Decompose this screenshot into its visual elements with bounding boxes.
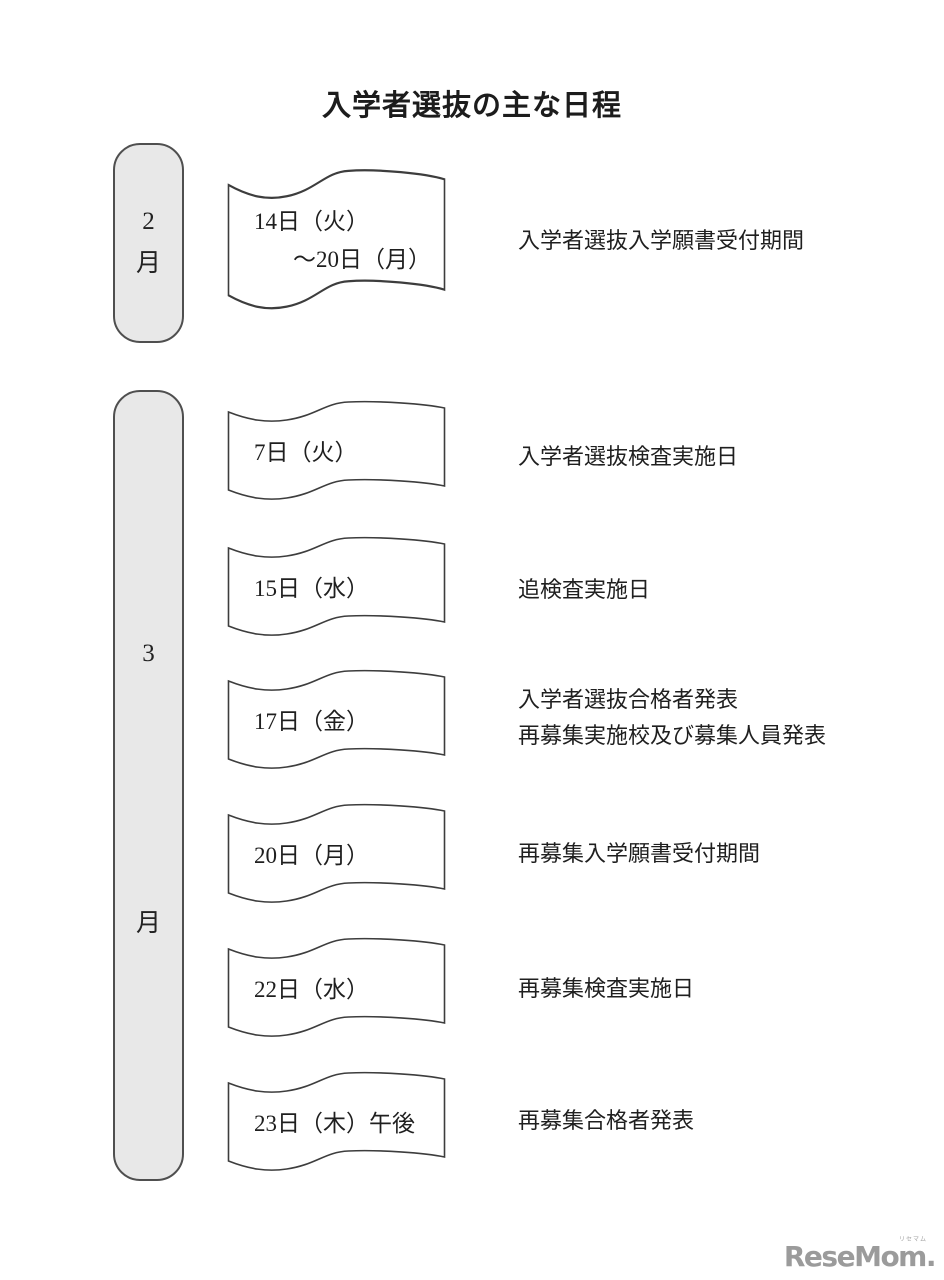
event-date-line: 7日（火） <box>254 440 358 465</box>
event-scroll-mar-15: 15日（水） <box>227 536 446 642</box>
event-date-line: 14日（火） <box>254 209 369 234</box>
event-date-line: 20日（月） <box>254 843 369 868</box>
event-description: 再募集実施校及び募集人員発表 <box>518 723 827 748</box>
event-date-line: ～20日（月） <box>293 247 431 272</box>
event-scroll-mar-20: 20日（月） <box>227 803 446 909</box>
event-description: 再募集入学願書受付期間 <box>518 841 761 866</box>
event-scroll-feb-14-20: 14日（火） ～20日（月） <box>227 168 446 318</box>
event-date-line: 23日（木）午後 <box>254 1111 415 1136</box>
event-description: 入学者選抜入学願書受付期間 <box>518 228 805 253</box>
event-scroll-mar-17: 17日（金） <box>227 669 446 775</box>
month-unit-march: 月 <box>135 910 161 937</box>
event-date-line: 22日（水） <box>254 977 369 1002</box>
month-pill-march: 3 月 <box>113 390 184 1181</box>
event-date-line: 17日（金） <box>254 709 369 734</box>
event-description: 入学者選抜検査実施日 <box>518 444 739 469</box>
event-description: 再募集合格者発表 <box>518 1108 695 1133</box>
month-pill-february: 2 月 <box>113 143 184 343</box>
event-scroll-mar-22: 22日（水） <box>227 937 446 1043</box>
page-title: 入学者選抜の主な日程 <box>321 90 622 122</box>
logo-ruby-text: リセマム <box>898 1236 927 1243</box>
event-description: 入学者選抜合格者発表 <box>518 687 739 712</box>
month-number-march: 3 <box>142 640 155 667</box>
event-date-line: 15日（水） <box>254 576 369 601</box>
event-description-group: 入学者選抜合格者発表 再募集実施校及び募集人員発表 <box>518 682 826 754</box>
logo-wordmark: ReseMom. <box>783 1240 937 1273</box>
event-description: 再募集検査実施日 <box>518 976 695 1001</box>
logo-period: . <box>925 1240 937 1273</box>
month-unit-february: 月 <box>135 250 161 277</box>
wavy-banner-shape <box>227 169 446 310</box>
month-number-february: 2 <box>142 208 155 235</box>
event-scroll-mar-23: 23日（木）午後 <box>227 1071 446 1177</box>
event-description: 追検査実施日 <box>518 577 651 602</box>
event-scroll-mar-7: 7日（火） <box>227 400 446 506</box>
resemom-logo: リセマム ReseMom. <box>783 1236 937 1273</box>
